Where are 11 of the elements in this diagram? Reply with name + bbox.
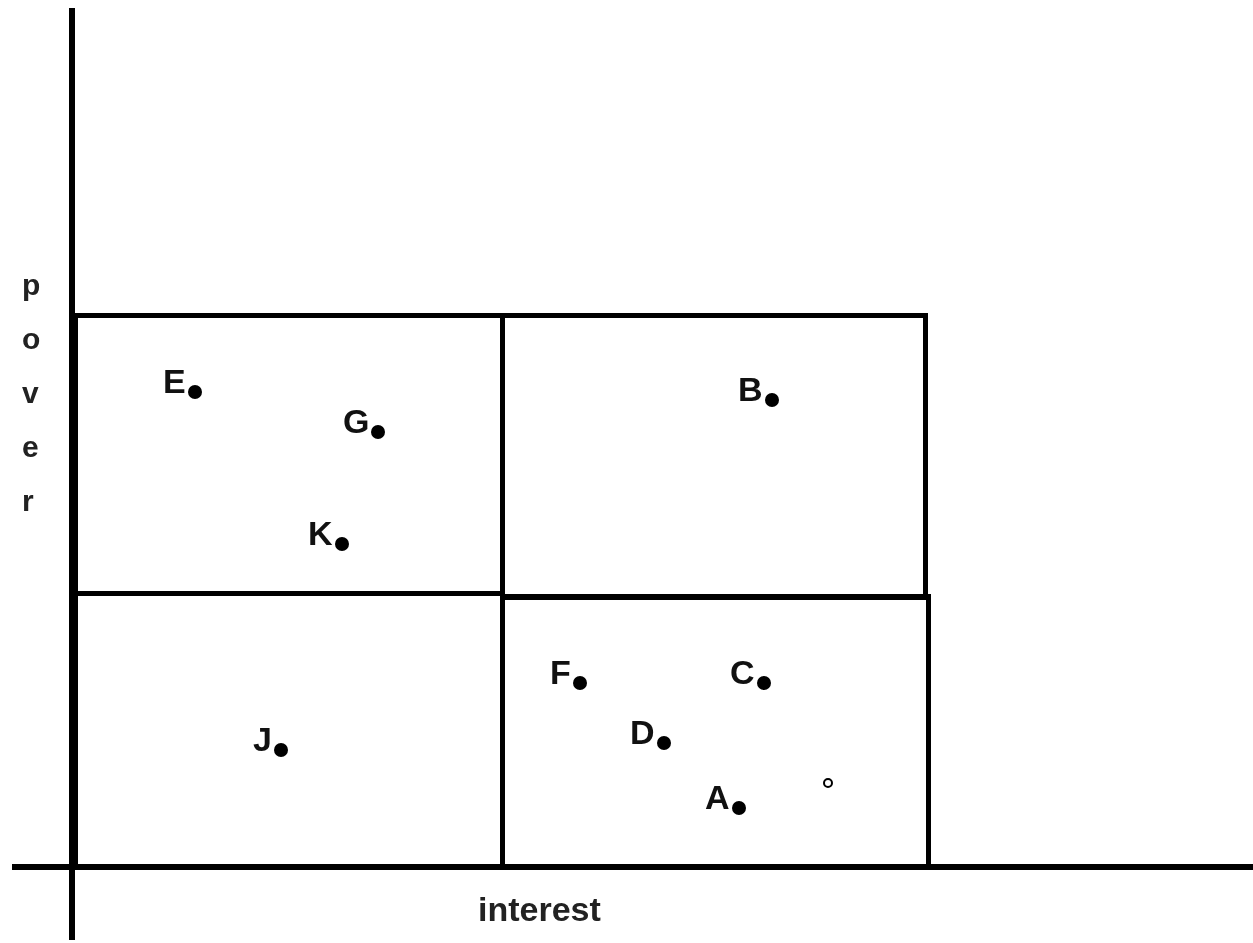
data-point: C [730,654,771,690]
data-point: G [343,403,386,439]
data-point: E [163,363,202,399]
data-point: D [630,714,671,750]
axis-label: interest [478,890,601,929]
data-point: A [705,779,746,815]
data-point: K [308,515,349,551]
data-point: F [550,654,587,690]
data-point: B [738,371,779,407]
data-point: J [253,721,288,757]
axis-label: pover [22,267,39,519]
